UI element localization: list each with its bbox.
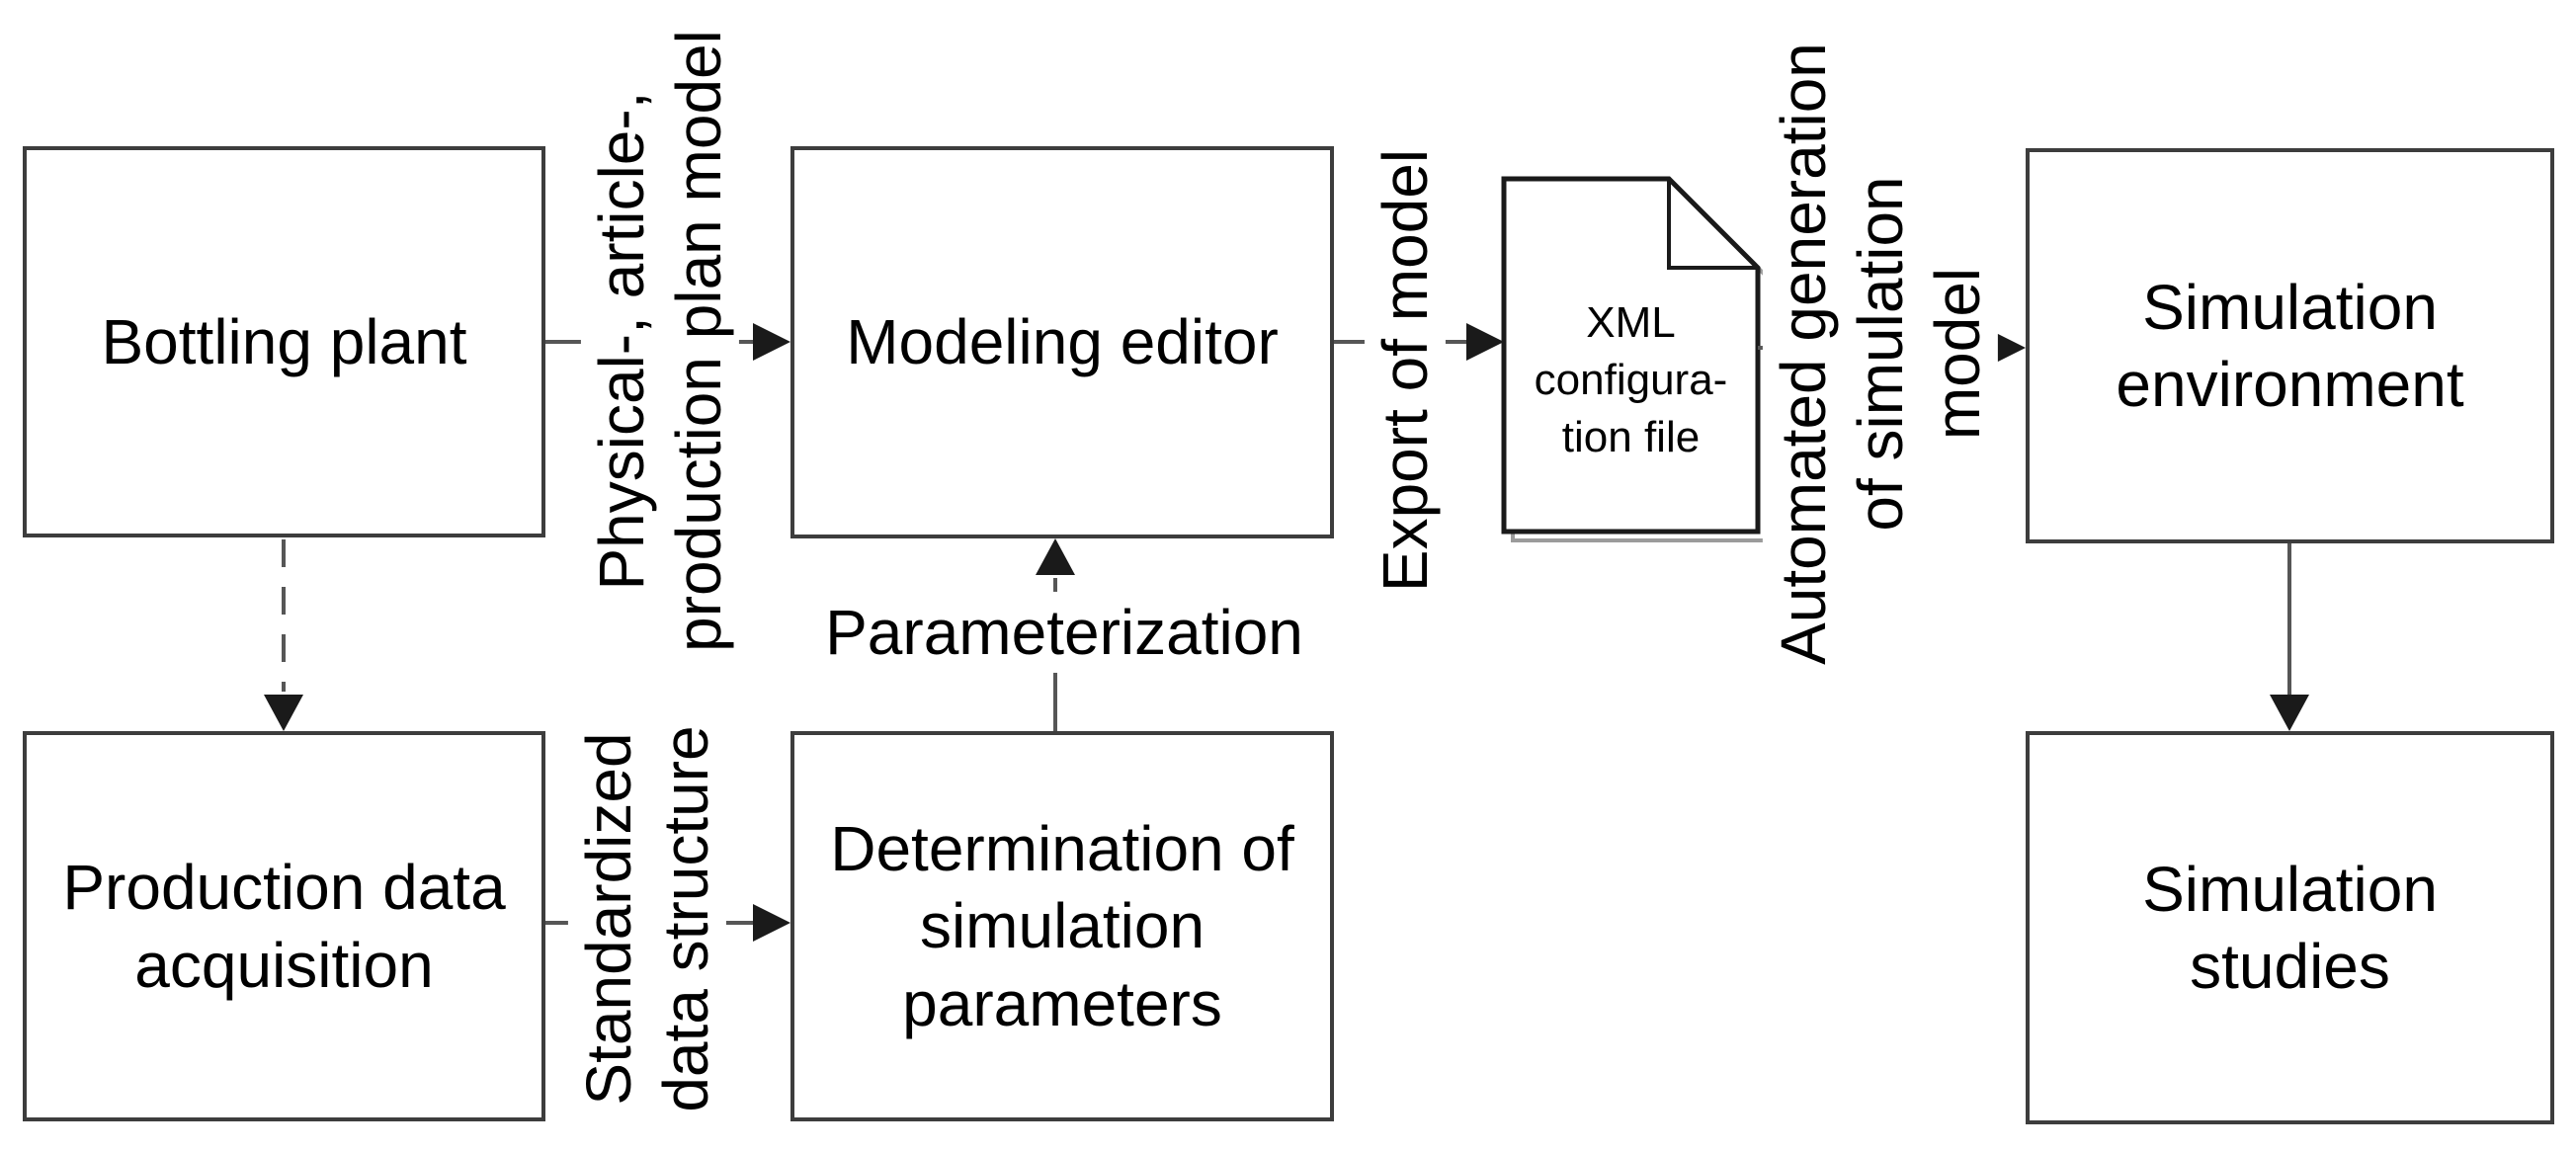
edge-label-standardized-data-structure: Standardized data structure	[567, 719, 727, 1118]
arrowhead-into-xml-file	[1466, 323, 1504, 361]
simulation-studies-node: Simulation studies	[2026, 731, 2554, 1124]
arrowhead-into-modeling-editor	[753, 323, 790, 361]
production-data-acquisition-node: Production data acquisition	[23, 731, 545, 1121]
edge-label-physical-article-production-plan-model: Physical-, article-, production plan mod…	[580, 24, 740, 658]
xml-file-folded-corner-icon	[1667, 179, 1758, 270]
xml-configuration-file-label: XML configura- tion file	[1534, 297, 1728, 462]
determination-of-simulation-parameters-node: Determination of simulation parameters	[790, 731, 1334, 1121]
edge-label-parameterization: Parameterization	[809, 591, 1319, 674]
arrowhead-into-production-data	[264, 695, 303, 731]
arrowhead-into-determination	[753, 904, 790, 942]
simulation-environment-node: Simulation environment	[2026, 148, 2554, 543]
arrowhead-into-simulation-studies	[2270, 695, 2309, 731]
arrowhead-into-modeling-editor-bottom	[1036, 538, 1075, 575]
bottling-plant-node: Bottling plant	[23, 146, 545, 537]
modeling-editor-node: Modeling editor	[790, 146, 1334, 538]
edge-label-export-of-model: Export of model	[1364, 142, 1447, 599]
edge-label-automated-generation-of-simulation-model: Automated generation of simulation model	[1762, 37, 1999, 671]
